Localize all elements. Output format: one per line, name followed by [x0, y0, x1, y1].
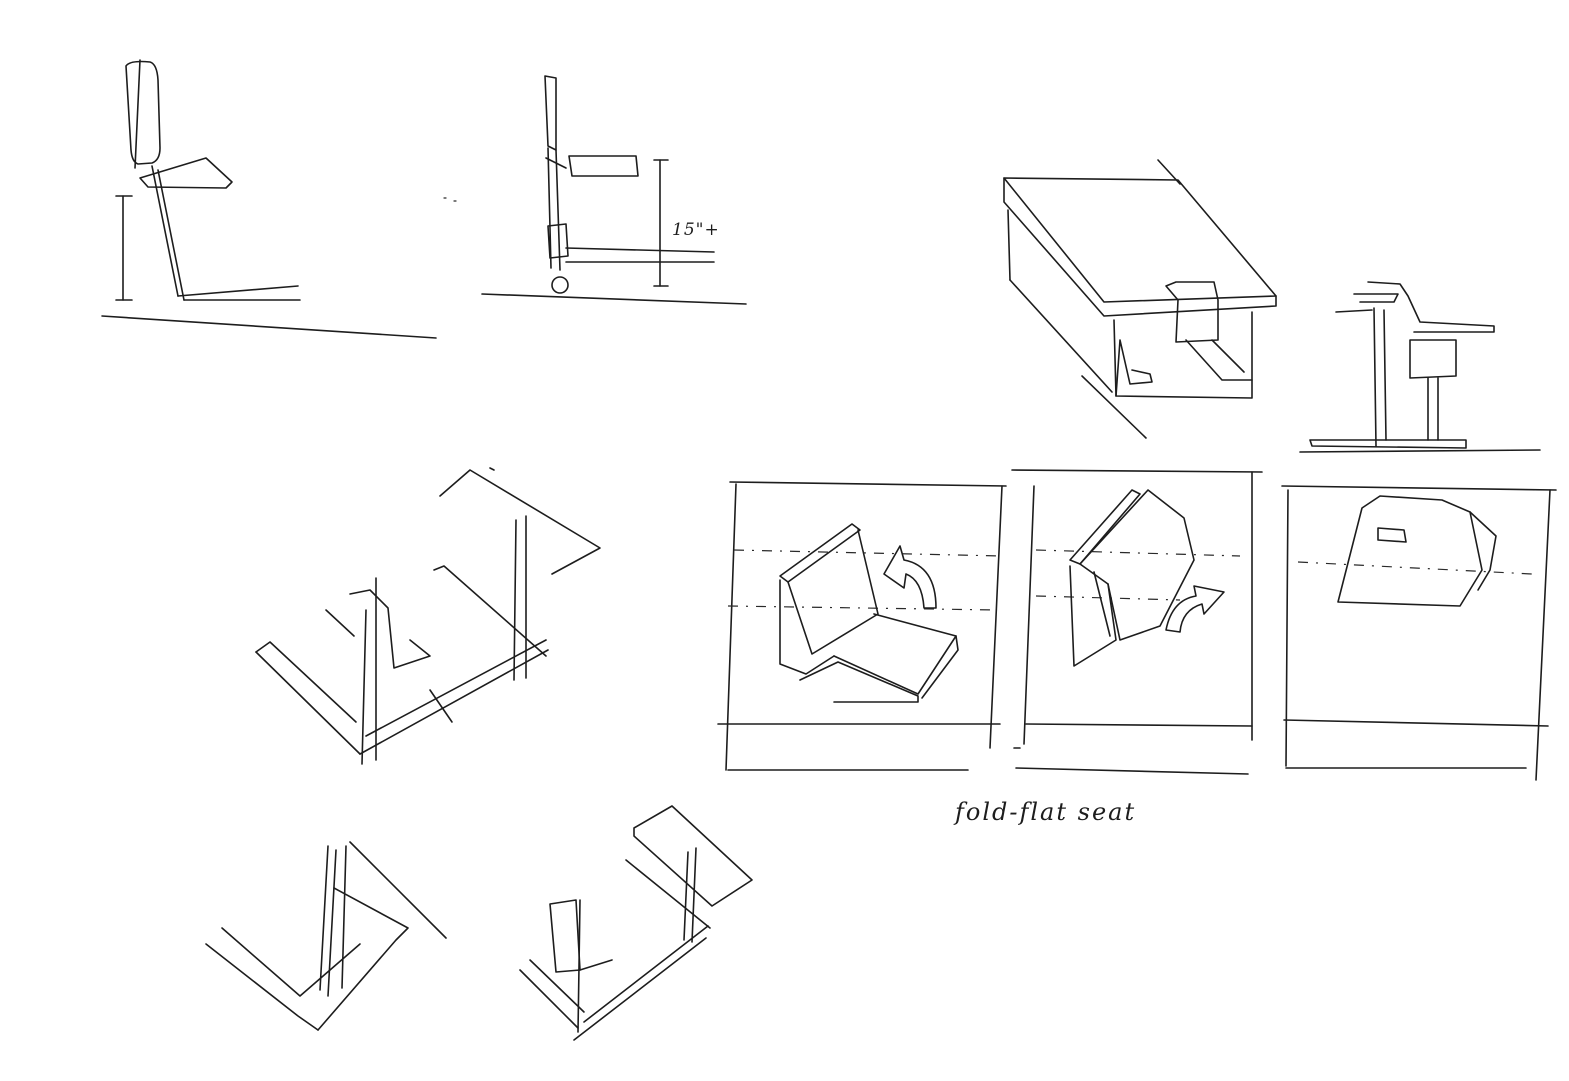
fold-sequence-panel-3	[1281, 485, 1557, 781]
fold-sequence-panel-2	[1011, 469, 1263, 775]
desk-perspective-sketch	[1003, 159, 1277, 439]
chair-elevation-sketch	[481, 75, 747, 305]
seat-isometric-sketch-b	[519, 805, 753, 1041]
curved-rotate-arrow-icon	[883, 545, 937, 609]
stray-mark	[443, 197, 457, 202]
fold-sequence-panel-1	[717, 481, 1007, 771]
seat-isometric-sketch-a	[205, 841, 447, 1031]
curved-rotate-arrow-icon-2	[1165, 585, 1225, 633]
seating-row-isometric-sketch	[255, 467, 601, 765]
desk-chair-side-sketch	[1299, 281, 1541, 453]
fold-flat-seat-caption: fold-flat seat	[955, 798, 1137, 826]
dimension-label: 15"+	[672, 220, 720, 240]
chair-side-view-sketch	[101, 59, 437, 339]
